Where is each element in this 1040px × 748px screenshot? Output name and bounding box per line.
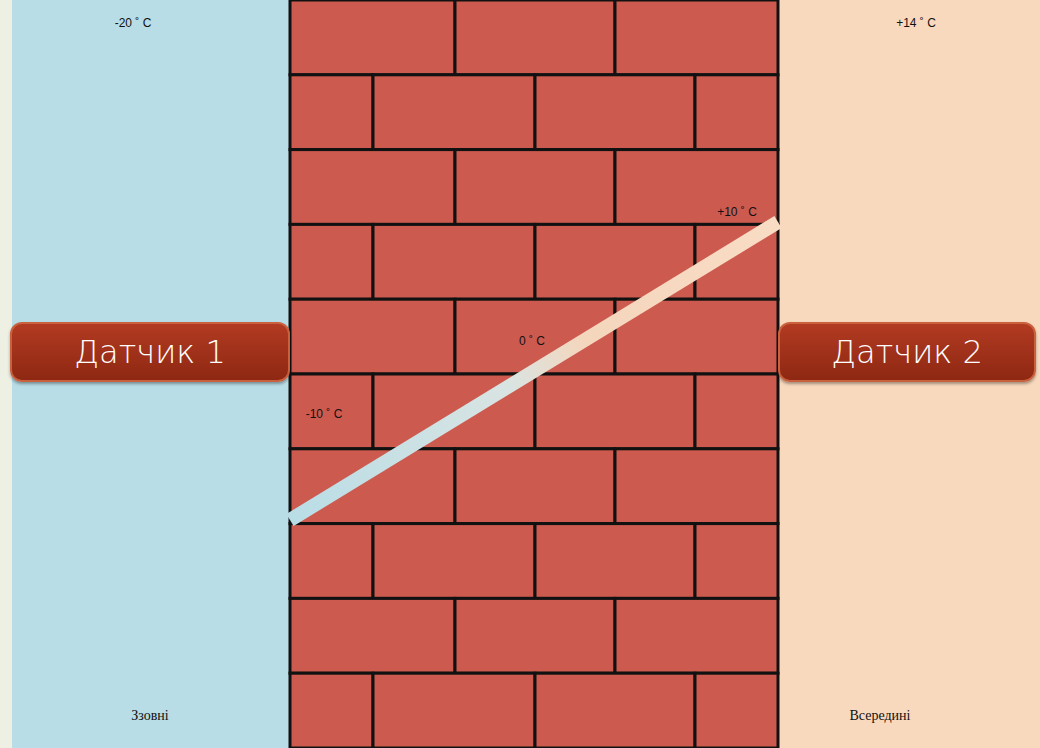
brick (535, 374, 695, 449)
brick (455, 598, 615, 673)
brick-pattern (290, 0, 778, 748)
brick (535, 673, 695, 748)
sensor-label: Датчик 2 (831, 333, 983, 371)
brick-wall (290, 0, 778, 748)
brick (615, 0, 778, 75)
brick (615, 449, 778, 524)
brick (695, 524, 778, 599)
brick (290, 598, 455, 673)
brick (455, 150, 615, 225)
brick (373, 224, 535, 299)
brick (373, 673, 535, 748)
brick (695, 75, 778, 150)
brick (290, 224, 373, 299)
brick (290, 75, 373, 150)
brick (290, 673, 373, 748)
temperature-label: -20 ˚ C (115, 16, 152, 30)
brick (373, 75, 535, 150)
temperature-label: -10 ˚ C (306, 407, 343, 421)
inside-zone (776, 0, 1040, 748)
sensor-box: Датчик 1 (10, 322, 290, 382)
brick (290, 299, 455, 374)
zone-label: Ззовні (131, 708, 168, 724)
sensor-box: Датчик 2 (778, 322, 1036, 382)
brick (290, 524, 373, 599)
brick (615, 598, 778, 673)
brick (695, 673, 778, 748)
temperature-label: +14 ˚ C (896, 16, 936, 30)
brick (290, 374, 373, 449)
sensor-label: Датчик 1 (74, 333, 226, 371)
brick (535, 75, 695, 150)
temperature-label: 0 ˚ C (519, 334, 545, 348)
brick (695, 374, 778, 449)
brick (290, 0, 455, 75)
brick (535, 524, 695, 599)
zone-label: Всередині (850, 708, 911, 724)
brick (615, 150, 778, 225)
brick (290, 150, 455, 225)
brick (455, 449, 615, 524)
brick (373, 524, 535, 599)
brick (455, 0, 615, 75)
temperature-gradient-line (290, 222, 778, 520)
temperature-label: +10 ˚ C (717, 205, 757, 219)
